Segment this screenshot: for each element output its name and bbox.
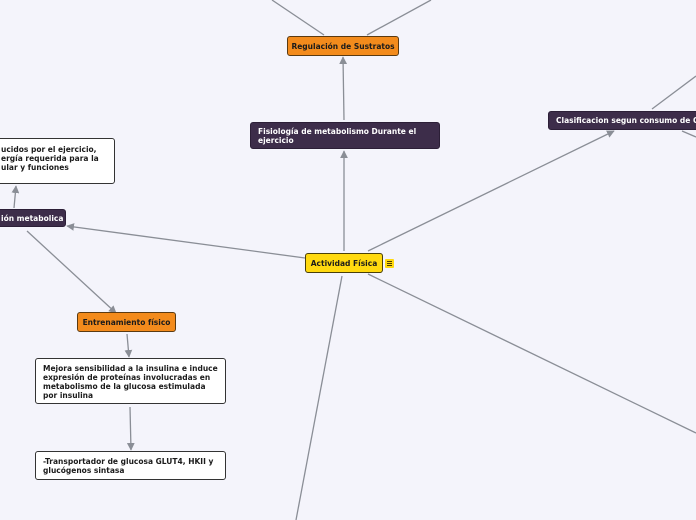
link-offscreen-right-to-regulacion xyxy=(366,0,432,36)
link-clasificacion-offscreen-up xyxy=(651,75,696,110)
link-entrenamiento-to-sensibilidad xyxy=(124,333,133,358)
node-entrenamiento-fisico[interactable]: Entrenamiento físico xyxy=(77,312,176,332)
note-lines-icon[interactable] xyxy=(385,259,394,268)
link-clasificacion-offscreen-right xyxy=(681,130,696,138)
link-central-offscreen-down xyxy=(295,275,343,520)
node-transportador-glucosa[interactable]: -Transportador de glucosa GLUT4, HKII y … xyxy=(35,451,226,480)
link-offscreen-left-to-regulacion xyxy=(271,0,325,36)
node-inducidos-ejercicio-label: ucidos por el ejercicio, ergía requerida… xyxy=(1,145,99,172)
node-transportador-glucosa-label: -Transportador de glucosa GLUT4, HKII y … xyxy=(43,457,214,475)
node-regulacion-sustratos-label: Regulación de Sustratos xyxy=(291,41,395,51)
node-sensibilidad-insulina-label: Mejora sensibilidad a la insulina e indu… xyxy=(43,364,218,400)
node-actividad-fisica-label: Actividad Física xyxy=(310,258,378,268)
node-adaptacion-metabolica-label: ión metabolica xyxy=(1,214,64,223)
node-inducidos-ejercicio[interactable]: ucidos por el ejercicio, ergía requerida… xyxy=(0,138,115,184)
node-fisiologia-metabolismo[interactable]: Fisiología de metabolismo Durante el eje… xyxy=(250,122,440,149)
node-clasificacion-oxigeno-label: Clasificacion segun consumo de Oxi xyxy=(556,116,696,125)
link-fisiologia-to-regulacion xyxy=(339,56,348,121)
node-entrenamiento-fisico-label: Entrenamiento físico xyxy=(82,317,171,327)
link-central-to-metabolica xyxy=(66,223,306,259)
node-actividad-fisica[interactable]: Actividad Física xyxy=(305,253,383,273)
node-clasificacion-oxigeno[interactable]: Clasificacion segun consumo de Oxi xyxy=(548,111,696,130)
link-metabolica-to-entrenamiento xyxy=(26,230,117,314)
node-regulacion-sustratos[interactable]: Regulación de Sustratos xyxy=(287,36,399,56)
link-sensibilidad-to-transportador xyxy=(126,406,135,451)
node-adaptacion-metabolica[interactable]: ión metabolica xyxy=(0,209,66,227)
node-fisiologia-metabolismo-label: Fisiología de metabolismo Durante el eje… xyxy=(258,127,417,145)
link-central-offscreen-right xyxy=(367,273,696,434)
link-central-to-clasificacion xyxy=(367,130,615,252)
node-sensibilidad-insulina[interactable]: Mejora sensibilidad a la insulina e indu… xyxy=(35,358,226,404)
link-metabolica-to-inducidos xyxy=(11,185,20,209)
